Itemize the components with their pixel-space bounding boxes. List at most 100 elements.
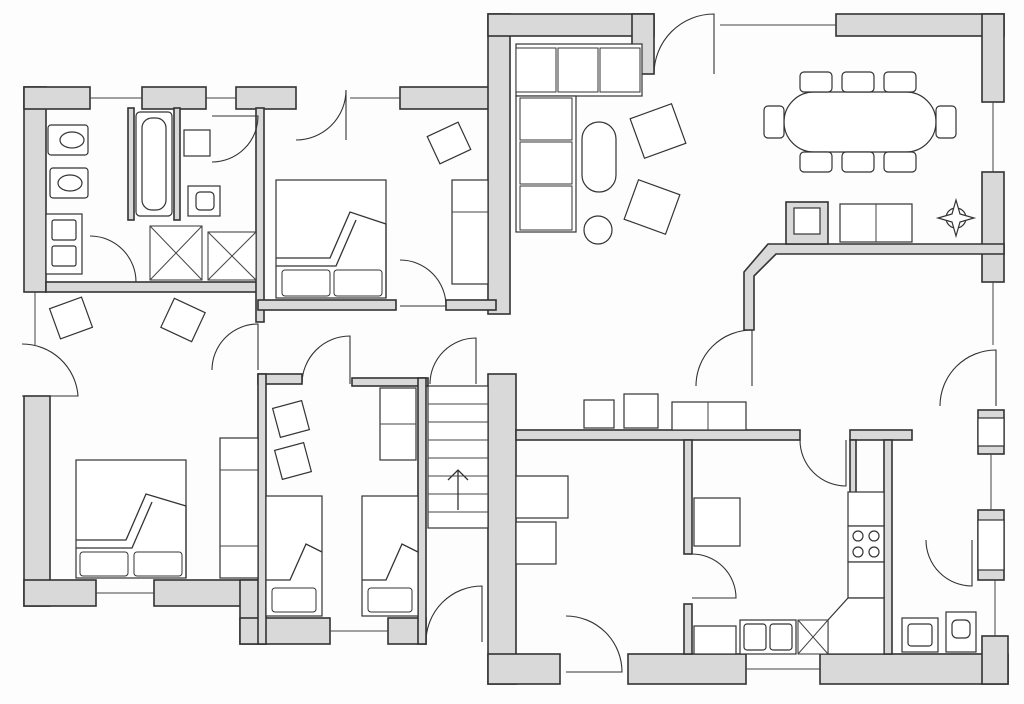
pillow xyxy=(333,269,383,297)
door-icon[interactable] xyxy=(565,615,623,673)
windows xyxy=(34,24,996,670)
door-icon[interactable] xyxy=(925,539,973,587)
appliance xyxy=(623,393,659,429)
counter xyxy=(847,491,885,527)
counter xyxy=(671,401,747,431)
pillow xyxy=(271,587,317,613)
wall-kitchen-west xyxy=(487,373,517,685)
door-icon[interactable] xyxy=(21,343,79,397)
radiator xyxy=(977,417,1005,447)
stove-icon xyxy=(847,525,885,563)
chair-icon xyxy=(935,105,957,139)
doors[interactable] xyxy=(21,13,997,673)
bedroom-1 xyxy=(275,121,489,299)
stair-arrow-icon xyxy=(447,469,469,510)
bedroom-3 xyxy=(265,399,323,617)
door-icon[interactable] xyxy=(429,337,477,385)
cabinet xyxy=(515,475,569,519)
wall-bath-east xyxy=(255,107,265,323)
wall-utility-north xyxy=(849,429,913,441)
wall-bath-divider-2 xyxy=(173,107,181,221)
wall-west-upper xyxy=(23,86,47,293)
wall-kitchen-ut xyxy=(849,439,857,501)
wall-north-bath xyxy=(23,86,91,110)
door-icon[interactable] xyxy=(691,553,737,599)
wall-bed1-south-b xyxy=(445,299,497,311)
wall-south-kitchen xyxy=(487,653,561,685)
wall-kitchen-north xyxy=(515,429,801,441)
wall-utility-divider xyxy=(883,439,893,655)
wall-north-living xyxy=(487,13,655,37)
pillow xyxy=(281,269,331,297)
door-icon[interactable] xyxy=(89,235,137,283)
stairs xyxy=(427,385,489,529)
pillow xyxy=(79,551,129,577)
wall-north-bath-2 xyxy=(141,86,207,110)
sink-icon xyxy=(183,129,211,157)
wall-south-bed3 xyxy=(239,617,331,645)
door-icon[interactable] xyxy=(399,259,447,307)
door-icon[interactable] xyxy=(425,585,483,643)
armchair-icon xyxy=(629,102,687,160)
armchair-icon xyxy=(48,296,94,340)
wall-east-mid xyxy=(981,171,1005,283)
wall-south-bed2 xyxy=(23,579,97,607)
wall-north-bed1b xyxy=(399,86,493,110)
armchair-icon xyxy=(160,297,206,343)
armchair-icon xyxy=(273,441,313,481)
armchair-icon xyxy=(426,121,472,165)
cabinet xyxy=(515,521,557,565)
wall-north-dining xyxy=(835,13,1005,37)
counter-corner xyxy=(827,597,885,655)
door-icon[interactable] xyxy=(939,349,997,407)
armchair-icon xyxy=(623,178,681,236)
kitchen-table-icon xyxy=(693,497,741,547)
wall-living-dining-divider xyxy=(743,243,1005,331)
bedroom-4 xyxy=(361,387,419,617)
wall-kitchen-divider xyxy=(683,439,693,555)
counter xyxy=(693,625,737,655)
wall-bed1-south xyxy=(257,299,397,311)
living-room xyxy=(515,43,687,245)
door-icon[interactable] xyxy=(301,335,351,385)
chair-icon xyxy=(883,151,917,173)
wardrobe xyxy=(219,437,259,579)
door-icon[interactable] xyxy=(295,89,347,141)
counter xyxy=(847,561,885,599)
wall-kitchen-divider-b xyxy=(683,603,693,655)
coffee-table-icon xyxy=(581,121,617,193)
dining-area xyxy=(763,71,977,243)
wall-hall-bed4-north xyxy=(351,377,429,387)
chair-icon xyxy=(763,105,785,139)
side-table-icon xyxy=(583,215,613,245)
door-icon[interactable] xyxy=(695,329,753,387)
pillow xyxy=(367,587,413,613)
chair-icon xyxy=(883,71,917,93)
kitchen xyxy=(515,393,885,655)
wall-south-kitchen-b xyxy=(627,653,747,685)
door-icon[interactable] xyxy=(211,323,259,371)
door-icon[interactable] xyxy=(799,439,847,487)
wall-north-bed1 xyxy=(235,86,297,110)
pillow xyxy=(133,551,183,577)
basket-icon xyxy=(583,399,615,429)
wall-east-upper xyxy=(981,13,1005,103)
wall-bed4-east xyxy=(417,377,427,645)
utility-wc xyxy=(901,417,1005,653)
wall-bath-south xyxy=(45,281,259,293)
chair-icon xyxy=(799,151,833,173)
plant-icon xyxy=(935,197,977,239)
hall-chairs xyxy=(48,296,206,343)
wardrobe xyxy=(451,179,489,285)
door-icon[interactable] xyxy=(211,115,259,163)
wall-west-lower xyxy=(23,395,51,607)
chair-icon xyxy=(799,71,833,93)
door-icon[interactable] xyxy=(653,13,715,75)
bathroom xyxy=(45,111,257,281)
wall-living-west xyxy=(487,13,511,315)
wall-bed3-west xyxy=(257,373,267,645)
radiator xyxy=(977,519,1005,571)
table-icon xyxy=(783,91,937,153)
chair-icon xyxy=(841,151,875,173)
armchair-icon xyxy=(271,399,311,439)
